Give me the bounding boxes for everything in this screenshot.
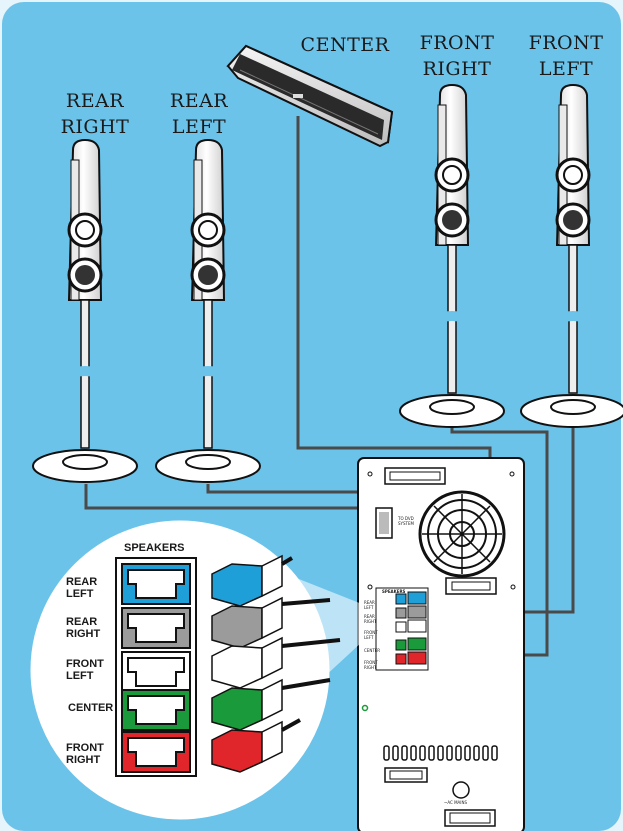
label-front-left-line1: FRONT <box>528 32 604 54</box>
label-rear-right: REAR RIGHT <box>52 88 138 140</box>
inset-label-rear-left: REAR LEFT <box>66 576 97 600</box>
sub-terminal-label: REAR <box>364 614 375 619</box>
label-front-left: FRONT LEFT <box>528 30 604 82</box>
rear-right-speaker <box>32 138 138 483</box>
terminal-inset <box>30 520 362 820</box>
label-rear-right-line2: RIGHT <box>60 116 130 138</box>
sub-terminal-rear-left: REAR LEFT <box>364 600 375 610</box>
inset-label-center: CENTER <box>68 702 113 714</box>
sub-terminal-center: CENTER <box>364 648 380 653</box>
label-rear-left-line1: REAR <box>169 90 229 112</box>
sub-terminal-front-right: FRONT RIGHT <box>364 660 378 670</box>
sub-terminal-label: RIGHT <box>364 665 377 670</box>
inset-label-line: FRONT <box>66 658 104 670</box>
label-front-right-line1: FRONT <box>419 32 495 54</box>
inset-label-line: CENTER <box>68 702 114 714</box>
sub-terminal-label: REAR <box>364 600 375 605</box>
sub-terminal-label: CENTER <box>364 648 381 653</box>
sub-terminal-rear-right: REAR RIGHT <box>364 614 377 624</box>
ac-mains-label: ~AC MAINS <box>444 800 467 805</box>
inset-label-front-left: FRONT LEFT <box>66 658 104 682</box>
inset-label-line: FRONT <box>66 742 104 754</box>
sub-terminal-label: RIGHT <box>364 619 377 624</box>
dvd-port-label: TO DVD SYSTEM <box>398 516 414 526</box>
center-speaker <box>226 44 394 148</box>
inset-sockets <box>121 563 191 773</box>
sub-panel-title: SPEAKERS <box>382 589 406 594</box>
inset-plugs <box>211 554 283 773</box>
inset-label-line: REAR <box>66 576 98 588</box>
subwoofer-unit <box>357 457 525 831</box>
inset-title: SPEAKERS <box>124 542 185 554</box>
label-center-text: CENTER <box>300 34 390 56</box>
inset-label-front-right: FRONT RIGHT <box>66 742 104 766</box>
front-right-speaker <box>399 83 505 428</box>
label-center: CENTER <box>290 32 400 58</box>
dvd-port-line1: TO DVD <box>398 516 414 521</box>
sub-terminal-label: FRONT <box>364 660 378 665</box>
label-rear-left-line2: LEFT <box>171 116 227 138</box>
inset-label-line: RIGHT <box>66 628 101 640</box>
label-front-right-line2: RIGHT <box>422 58 492 80</box>
label-rear-left: REAR LEFT <box>166 88 232 140</box>
rear-left-speaker <box>155 138 261 483</box>
ac-mains-socket <box>452 781 470 799</box>
label-rear-right-line1: REAR <box>65 90 125 112</box>
sub-terminal-label: FRONT <box>364 630 378 635</box>
dvd-port-line2: SYSTEM <box>398 521 414 526</box>
sub-terminal-label: LEFT <box>364 605 374 610</box>
sub-terminal-label: LEFT <box>364 635 374 640</box>
inset-label-line: LEFT <box>66 670 94 682</box>
front-left-speaker <box>520 83 623 428</box>
vent-slots <box>383 745 498 761</box>
inset-label-line: REAR <box>66 616 98 628</box>
sub-terminal-front-left: FRONT LEFT <box>364 630 378 640</box>
inset-label-line: RIGHT <box>66 754 101 766</box>
label-front-left-line2: LEFT <box>538 58 594 80</box>
label-front-right: FRONT RIGHT <box>414 30 500 82</box>
inset-label-rear-right: REAR RIGHT <box>66 616 100 640</box>
inset-cables <box>280 556 341 732</box>
inset-label-line: LEFT <box>66 588 94 600</box>
